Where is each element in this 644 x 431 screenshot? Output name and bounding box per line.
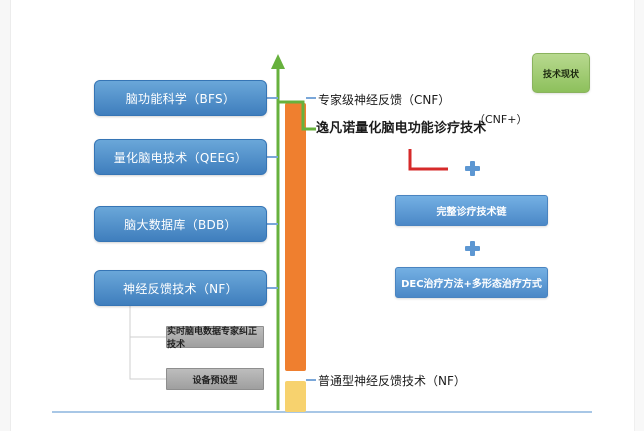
plus-icon	[465, 161, 480, 176]
main-technology-label: 逸凡诺量化脑电功能诊疗技术	[316, 121, 487, 136]
chain-node: 完整诊疗技术链	[395, 195, 548, 226]
green-link	[278, 100, 316, 131]
qeeg-node: 量化脑电技术（QEEG）	[94, 139, 267, 175]
red-marker	[408, 149, 448, 171]
left-edge	[0, 0, 11, 431]
tree-connector	[129, 306, 166, 380]
methods-node: DEC治疗方法+多形态治疗方式	[395, 267, 548, 298]
bdb-node: 脑大数据库（BDB）	[94, 206, 267, 242]
nf-node: 神经反馈技术（NF）	[94, 270, 267, 306]
realtime-node: 实时脑电数据专家纠正技术	[166, 326, 264, 350]
bfs-node: 脑功能科学（BFS）	[94, 80, 267, 116]
plus-icon	[465, 241, 480, 256]
status-tag: 技术现状	[532, 53, 590, 93]
yellow-bar	[285, 381, 306, 412]
right-edge	[634, 0, 644, 431]
preset-node: 设备预设型	[166, 368, 264, 390]
cnf-plus-label: （CNF+）	[474, 113, 528, 126]
nf-label: 普通型神经反馈技术（NF）	[318, 374, 466, 388]
green-axis-arrowhead	[271, 54, 285, 69]
cnf-label: 专家级神经反馈（CNF）	[318, 93, 451, 107]
orange-bar	[285, 103, 306, 371]
